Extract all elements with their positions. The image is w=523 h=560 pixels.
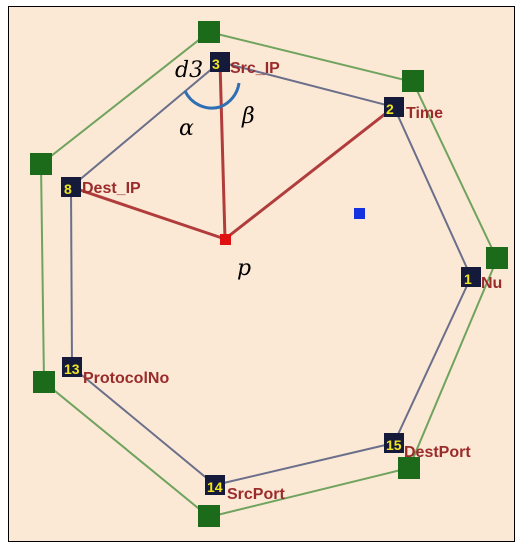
dimension-node[interactable] [384, 433, 404, 453]
dimension-label: DestPort [404, 444, 471, 461]
anchor-node[interactable] [398, 457, 420, 479]
anchor-node[interactable] [33, 371, 55, 393]
radviz-diagram: 3 2 1 15 14 13 8 Src_IP Time Nu DestPort… [30, 21, 508, 527]
dimension-number: 15 [386, 437, 402, 453]
annotation-beta: β [241, 104, 255, 129]
connector-line [218, 61, 227, 240]
dimension-node[interactable] [61, 177, 81, 197]
dimension-number: 14 [207, 479, 223, 495]
dimension-label: Src_IP [230, 60, 280, 77]
dimension-number: 13 [64, 361, 80, 377]
inner-polygon [69, 60, 473, 487]
dimension-label: Dest_IP [82, 180, 141, 197]
dimension-label: Nu [481, 275, 502, 292]
dimension-label: ProtocolNo [83, 370, 169, 387]
anchor-node[interactable] [198, 505, 220, 527]
dimension-number: 2 [386, 101, 394, 117]
dimension-number: 3 [212, 56, 220, 72]
dimension-number: 8 [64, 181, 72, 197]
dimension-node[interactable] [461, 267, 481, 287]
diagram-canvas: 3 2 1 15 14 13 8 Src_IP Time Nu DestPort… [8, 6, 515, 542]
dimension-node[interactable] [205, 475, 225, 495]
point-p[interactable] [220, 234, 231, 245]
annotation-p: p [237, 256, 251, 281]
outer-polygon [39, 30, 499, 519]
annotation-d3: d3 [175, 58, 203, 83]
anchor-node[interactable] [30, 153, 52, 175]
dimension-label: Time [406, 105, 443, 122]
angle-arc-alpha [183, 90, 221, 110]
dimension-node[interactable] [210, 52, 230, 72]
connector-line [224, 105, 395, 241]
dimension-node[interactable] [384, 97, 404, 117]
anchor-node[interactable] [402, 70, 424, 92]
dimension-label: SrcPort [227, 486, 285, 503]
dimension-number: 1 [464, 271, 472, 287]
annotation-alpha: α [179, 116, 194, 141]
anchor-node[interactable] [198, 21, 220, 43]
dimension-node[interactable] [62, 357, 82, 377]
angle-arc-beta [219, 82, 241, 109]
anchor-node[interactable] [486, 247, 508, 269]
connector-line [70, 185, 226, 241]
blue-marker[interactable] [354, 208, 365, 219]
